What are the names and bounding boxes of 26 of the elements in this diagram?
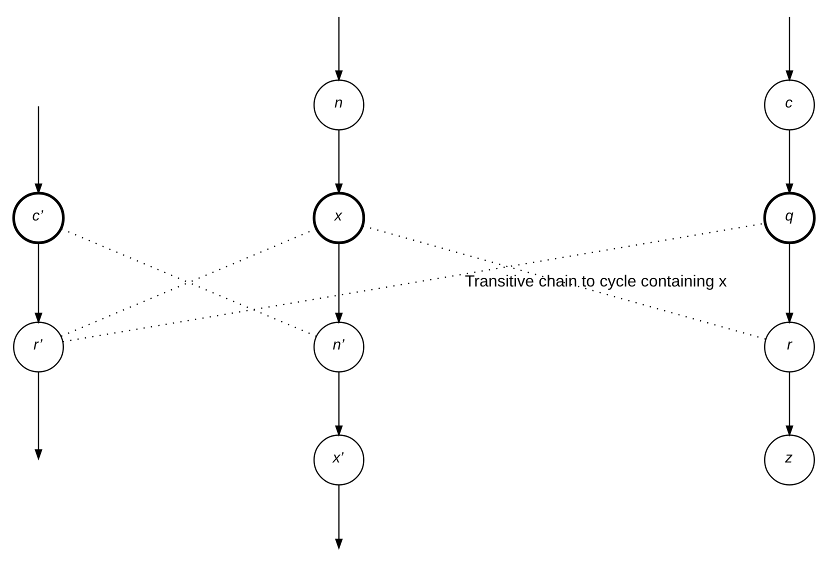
connector	[60, 228, 317, 337]
node-circle: c’	[12, 192, 65, 244]
arrow	[34, 372, 42, 460]
node-circle: n	[313, 80, 364, 130]
connector	[362, 225, 766, 340]
arrow	[334, 485, 343, 550]
arrow	[334, 16, 343, 82]
arrow	[786, 243, 794, 324]
node-circle: r	[764, 322, 815, 372]
arrow	[786, 16, 794, 82]
node-circle: c	[764, 80, 815, 130]
node-circle: n’	[313, 322, 364, 372]
arrow	[34, 106, 42, 195]
connector	[62, 222, 766, 342]
arrow	[334, 130, 343, 195]
node-circle: x’	[313, 434, 364, 486]
node-circle: z	[764, 434, 815, 486]
arrow	[334, 243, 343, 324]
arrow	[34, 243, 42, 324]
node-circle: x	[312, 192, 366, 244]
arrow	[786, 130, 794, 195]
arrow	[786, 372, 794, 437]
edge-label: Transitive chain to cycle containing x	[464, 272, 727, 291]
arrow	[334, 372, 343, 437]
node-circle: q	[763, 192, 816, 244]
node-circle: r’	[13, 322, 64, 372]
